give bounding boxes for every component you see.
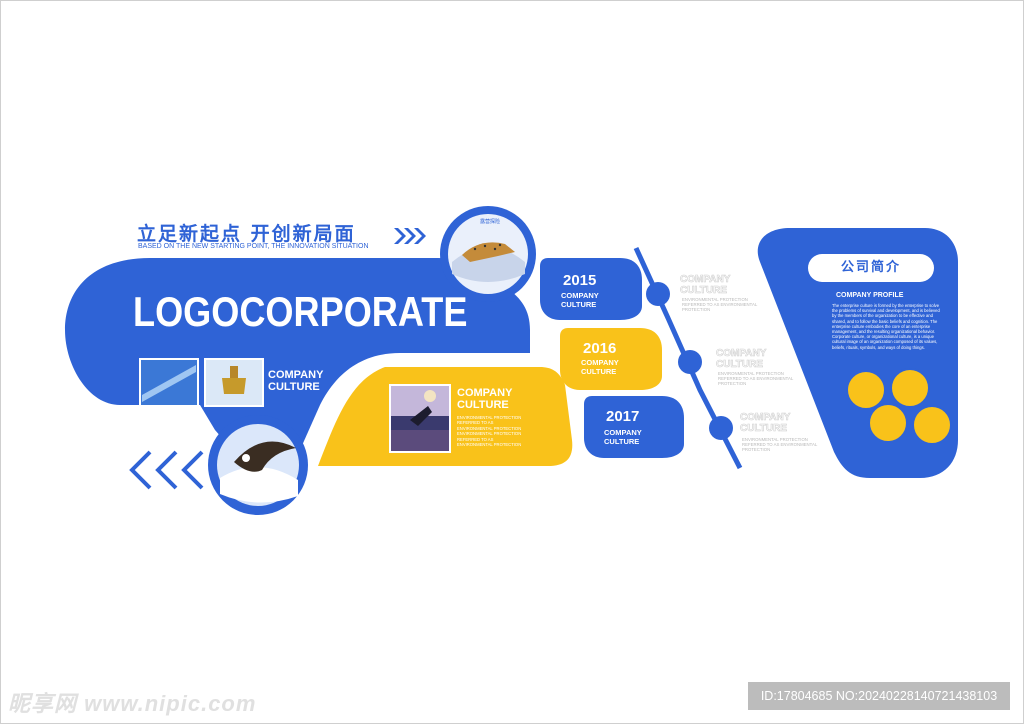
- year-2015: 2015: [563, 272, 597, 289]
- timeline-label-2015: COMPANY CULTURE: [561, 291, 599, 309]
- timeline-dot-icon: [646, 282, 670, 306]
- timeline-dot-icon: [709, 416, 733, 440]
- headline-en: BASED ON THE NEW STARTING POINT, THE INN…: [138, 243, 369, 250]
- timeline-dot-icon: [678, 350, 702, 374]
- profile-body: The enterprise culture is formed by the …: [832, 303, 940, 350]
- year-2017: 2017: [606, 408, 640, 425]
- ghost-label-2015: COMPANY CULTURE: [680, 274, 731, 297]
- headline-cn: 立足新起点 开创新局面: [137, 223, 356, 245]
- year-2016: 2016: [583, 340, 617, 357]
- ghost-label-2017: COMPANY CULTURE: [740, 412, 791, 435]
- timeline-label-2017: COMPANY CULTURE: [604, 428, 642, 446]
- timeline-note-2016: ENVIRONMENTAL PROTECTION REFERRED TO AS …: [718, 371, 794, 386]
- timeline-note-2017: ENVIRONMENTAL PROTECTION REFERRED TO AS …: [742, 437, 818, 452]
- profile-title: 公司简介: [808, 254, 934, 282]
- timeline-note-2015: ENVIRONMENTAL PROTECTION REFERRED TO AS …: [682, 297, 758, 312]
- culture-small-text: ENVIRONMENTAL PROTECTION REFERRED TO AS …: [457, 415, 522, 448]
- year-tag-2015: [540, 258, 642, 320]
- culture-label-2: COMPANY CULTURE: [457, 387, 513, 411]
- logo-text: LOGOCORPORATE: [133, 288, 468, 335]
- profile-subtitle: COMPANY PROFILE: [836, 292, 904, 299]
- culture-label-1: COMPANY CULTURE: [268, 369, 324, 393]
- arrow-left-icon: [129, 450, 204, 490]
- timeline-label-2016: COMPANY CULTURE: [581, 358, 619, 376]
- photo-caption: 露营探险: [480, 219, 501, 225]
- profile-circles: [846, 368, 952, 445]
- id-bar: ID:17804685 NO:20240228140721438103: [748, 682, 1010, 710]
- profile-panel: [757, 228, 958, 478]
- watermark: 昵享网 www.nipic.com: [8, 691, 257, 716]
- year-tag-2017: [584, 396, 684, 458]
- arrow-right-icon: [394, 228, 426, 244]
- ghost-label-2016: COMPANY CULTURE: [716, 348, 767, 371]
- year-tag-2016: [560, 328, 662, 390]
